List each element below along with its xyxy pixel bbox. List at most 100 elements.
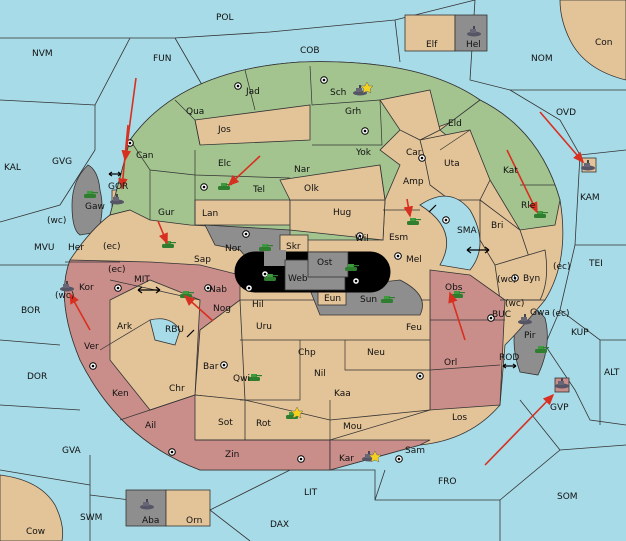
sea-label: GVP [550, 403, 569, 413]
sea-label: BUC [492, 310, 511, 320]
land-label: Nil [314, 369, 326, 379]
land-label: Kor [79, 283, 94, 293]
land-label: Esm [389, 233, 408, 243]
sea-label: DOR [27, 372, 47, 382]
land-label: Ost [317, 258, 333, 268]
sea-label: KAL [4, 163, 21, 173]
land-label: Rle [521, 201, 536, 211]
sea-label: ROD [499, 353, 519, 363]
land-label: Aba [142, 516, 159, 526]
coast-label: (ec) [103, 242, 121, 252]
adjacency-arrows [108, 171, 517, 369]
uta-province[interactable] [419, 129, 491, 201]
land-label: Kaa [334, 389, 351, 399]
elf-province[interactable] [404, 14, 456, 52]
land-label: Lan [202, 209, 218, 219]
central-tan [239, 299, 431, 421]
land-label: Yok [355, 148, 372, 158]
land-label: Grh [345, 107, 361, 117]
land-label: Eld [448, 119, 462, 129]
land-label: Ver [84, 342, 99, 352]
sea-label: RBU [165, 325, 184, 335]
land-label: Ail [145, 421, 156, 431]
land-label: Kar [339, 454, 354, 464]
sea-label: NVM [32, 49, 53, 59]
land-label: GOR [108, 182, 128, 192]
land-label: Chr [169, 384, 185, 394]
sea-label: POL [216, 13, 234, 23]
sea-label: SWM [80, 513, 102, 523]
sea-label: NOM [531, 54, 553, 64]
land-label: Her [68, 243, 84, 253]
sea-label: TEI [588, 259, 603, 269]
land-label: Sap [194, 255, 211, 265]
land-label: Elf [426, 40, 438, 50]
coast-labels: (wc) (ec) (ec) (wc) (wc) (ec) (wc) (ec) [47, 216, 571, 319]
land-label: Byn [523, 274, 540, 284]
land-label: Nab [209, 285, 227, 295]
sea-label: COB [300, 46, 320, 56]
land-label: Ark [117, 322, 133, 332]
sea-label: SMA [457, 226, 477, 236]
land-label: Chp [298, 348, 316, 358]
con-province[interactable] [559, 0, 626, 81]
sea-label: MVU [34, 243, 55, 253]
star-markers [290, 81, 382, 463]
land-label: Sun [360, 295, 377, 305]
land-label: Car [406, 148, 422, 158]
land-label: Skr [286, 242, 301, 252]
land-label: Gaw [85, 202, 105, 212]
coast-label: (wc) [505, 299, 524, 309]
sea-label: GVA [62, 446, 82, 456]
land-label: Kat [503, 166, 518, 176]
land-label: Gwa [530, 308, 550, 318]
land-label: Hel [466, 40, 481, 50]
land-label: Qwi [233, 374, 250, 384]
land-labels: Elf Hel Jad Sch Qua Jos Grh Eld Can Elc … [68, 40, 550, 526]
rbu-inlet [149, 318, 181, 346]
land-label: Ken [112, 389, 129, 399]
sea-label: GVG [52, 157, 72, 167]
land-label: Uta [444, 159, 460, 169]
sea-label: Con [595, 38, 613, 48]
sea-label: OVD [556, 108, 576, 118]
orn-province[interactable] [165, 489, 211, 527]
land-label: Wil [355, 234, 369, 244]
sea-label: FRO [438, 477, 457, 487]
land-label: Sot [218, 418, 233, 428]
land-label: Amp [403, 177, 424, 187]
coast-label: (wc) [497, 275, 516, 285]
web-notch-top [264, 250, 286, 266]
land-label: Nar [294, 165, 310, 175]
land-label: Gur [158, 208, 175, 218]
land-label: Web [288, 274, 308, 284]
coast-label: (wc) [47, 216, 66, 226]
cow-province[interactable] [0, 474, 64, 541]
sea-label: FUN [153, 54, 172, 64]
car-province[interactable] [379, 89, 441, 141]
land-label: Nor [225, 244, 241, 254]
sea-label: DAX [270, 520, 289, 530]
gaw-province[interactable] [71, 164, 103, 236]
sea-label: ALT [604, 368, 620, 378]
sea-label: KUP [571, 328, 589, 338]
land-label: Feu [406, 323, 422, 333]
sea-label: SOM [557, 492, 578, 502]
land-label: Uru [256, 322, 272, 332]
coast-label: (ec) [108, 265, 126, 275]
land-label: Jos [217, 125, 231, 135]
land-label: Mou [343, 422, 362, 432]
sma-inlet [419, 195, 481, 271]
land-label: Eun [324, 294, 341, 304]
land-label: Bri [491, 221, 503, 231]
land-label: Sch [330, 88, 346, 98]
land-label: Elc [218, 159, 231, 169]
land-label: Olk [304, 184, 320, 194]
sea-label: MIT [134, 275, 150, 285]
coast-label: (wc) [55, 291, 74, 301]
coast-label: (ec) [553, 262, 571, 272]
land-label: Nog [213, 304, 231, 314]
